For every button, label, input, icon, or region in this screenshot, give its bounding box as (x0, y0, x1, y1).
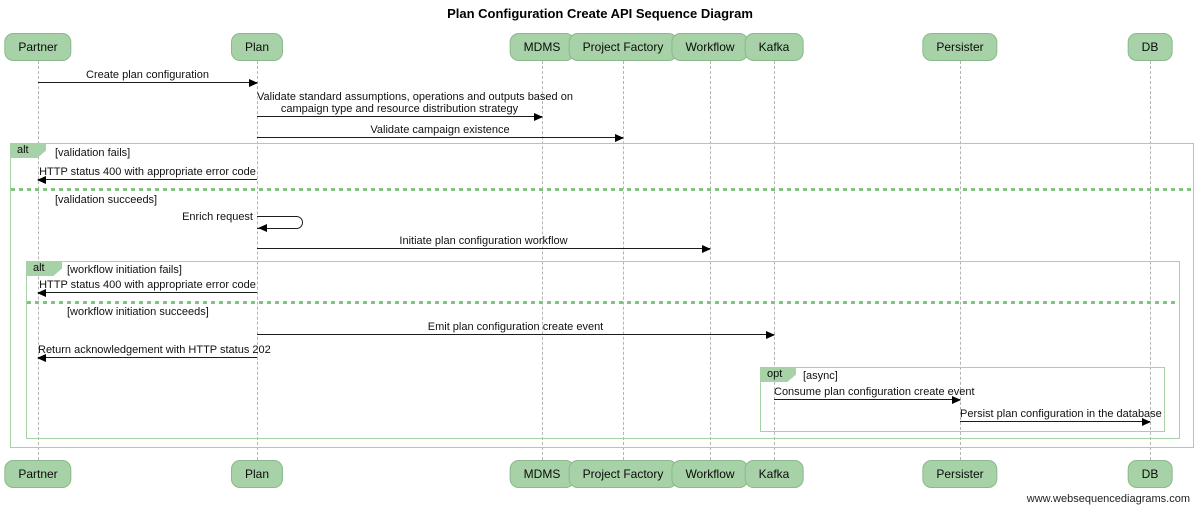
fragment-condition-workflow-fails: [workflow initiation fails] (67, 264, 182, 276)
lifeline-persister (960, 61, 961, 460)
message-initiate-workflow: Initiate plan configuration workflow (257, 233, 711, 253)
fragment-divider-workflow (27, 301, 1179, 304)
lifeline-db (1150, 61, 1151, 460)
message-line (257, 137, 623, 138)
lifeline-partner (38, 61, 39, 460)
fragment-label-opt-async: opt (760, 367, 796, 382)
message-label: Consume plan configuration create event (774, 386, 975, 398)
message-line (257, 116, 542, 117)
message-label: HTTP status 400 with appropriate error c… (39, 279, 256, 291)
message-line (38, 82, 257, 83)
message-label-line2: campaign type and resource distribution … (280, 103, 519, 115)
message-line (257, 248, 710, 249)
fragment-alt-validation (10, 143, 1194, 448)
arrowhead (37, 176, 46, 184)
message-emit-create-event: Emit plan configuration create event (257, 319, 775, 339)
message-label-line1: Validate standard assumptions, operation… (257, 91, 573, 103)
actor-db-bottom: DB (1127, 460, 1173, 488)
arrowhead (615, 134, 624, 142)
message-persist-plan-configuration: Persist plan configuration in the databa… (960, 406, 1162, 426)
arrowhead (702, 245, 711, 253)
fragment-condition-async: [async] (803, 370, 838, 382)
actor-workflow-bottom: Workflow (671, 460, 749, 488)
message-label: HTTP status 400 with appropriate error c… (39, 166, 256, 178)
actor-persister-top: Persister (922, 33, 998, 61)
actor-mdms-bottom: MDMS (509, 460, 575, 488)
fragment-condition-validation-succeeds: [validation succeeds] (55, 194, 158, 206)
message-line (38, 292, 257, 293)
actor-project-factory-bottom: Project Factory (568, 460, 678, 488)
actor-kafka-bottom: Kafka (744, 460, 804, 488)
lifeline-workflow (710, 61, 711, 460)
message-line (38, 357, 257, 358)
message-return-acknowledgement: Return acknowledgement with HTTP status … (37, 342, 271, 362)
message-line (774, 399, 960, 400)
fragment-condition-validation-fails: [validation fails] (55, 147, 131, 159)
fragment-label-alt-validation: alt (10, 143, 46, 158)
actor-project-factory-top: Project Factory (568, 33, 678, 61)
lifeline-project-factory (623, 61, 624, 460)
message-label: Emit plan configuration create event (427, 321, 604, 333)
message-line (960, 421, 1150, 422)
message-label: Create plan configuration (86, 69, 209, 81)
fragment-alt-workflow (26, 261, 1180, 439)
actor-persister-bottom: Persister (922, 460, 998, 488)
arrowhead (952, 396, 961, 404)
lifeline-mdms (542, 61, 543, 460)
actor-partner-bottom: Partner (4, 460, 72, 488)
arrowhead (534, 113, 543, 121)
message-consume-create-event: Consume plan configuration create event (774, 384, 975, 404)
actor-mdms-top: MDMS (509, 33, 575, 61)
message-label: Persist plan configuration in the databa… (960, 408, 1162, 420)
fragment-condition-workflow-succeeds: [workflow initiation succeeds] (67, 306, 209, 318)
message-create-plan-configuration: Create plan configuration (38, 67, 258, 87)
message-http-400-workflow: HTTP status 400 with appropriate error c… (37, 277, 257, 297)
message-label: Validate campaign existence (370, 124, 510, 136)
arrowhead (258, 224, 267, 232)
message-line (38, 179, 257, 180)
message-http-400-validation: HTTP status 400 with appropriate error c… (37, 164, 257, 184)
arrowhead (37, 354, 46, 362)
lifeline-plan (257, 61, 258, 460)
message-line (257, 334, 774, 335)
actor-plan-bottom: Plan (230, 460, 284, 488)
diagram-title: Plan Configuration Create API Sequence D… (447, 6, 753, 21)
arrowhead (37, 289, 46, 297)
watermark: www.websequencediagrams.com (1026, 493, 1190, 505)
message-validate-campaign-existence: Validate campaign existence (257, 122, 624, 142)
actor-partner-top: Partner (4, 33, 72, 61)
arrowhead (1142, 418, 1151, 426)
fragment-label-alt-workflow: alt (26, 261, 62, 276)
actor-db-top: DB (1127, 33, 1173, 61)
actor-kafka-top: Kafka (744, 33, 804, 61)
arrowhead (766, 331, 775, 339)
message-label: Initiate plan configuration workflow (399, 235, 568, 247)
lifeline-kafka (774, 61, 775, 460)
actor-workflow-top: Workflow (671, 33, 749, 61)
fragment-divider-validation (11, 188, 1193, 191)
message-validate-assumptions: Validate standard assumptions, operation… (257, 90, 573, 121)
arrowhead (249, 79, 258, 87)
message-enrich-request-loop (257, 216, 303, 229)
message-label: Return acknowledgement with HTTP status … (38, 344, 271, 356)
actor-plan-top: Plan (230, 33, 284, 61)
fragment-opt-async (760, 367, 1165, 432)
message-enrich-request-label: Enrich request (182, 211, 253, 223)
